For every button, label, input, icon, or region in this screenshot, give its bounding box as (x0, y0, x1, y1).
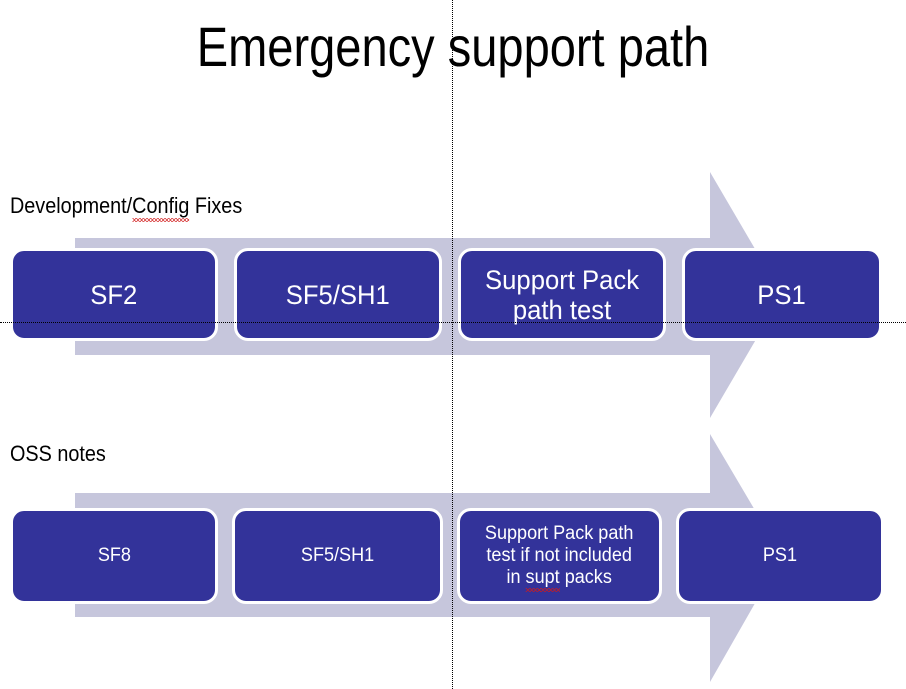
section-label-oss-notes: OSS notes (10, 441, 106, 466)
process-box-label: PS1 (762, 545, 798, 566)
process-box-label: SF2 (90, 279, 138, 310)
process-box-label: Support Pack path test (484, 264, 639, 325)
label-text-part-1: Development/ (10, 193, 133, 218)
label-misspelled-word: Config (132, 193, 190, 222)
label-line-3: in supt packs (506, 567, 613, 592)
process-box-support-pack-path-test[interactable]: Support Pack path test (457, 248, 666, 341)
process-box-label: PS1 (757, 279, 807, 310)
page-title: Emergency support path (196, 15, 710, 78)
label-text-part-2: Fixes (189, 193, 243, 218)
process-box-sf5-sh1-top[interactable]: SF5/SH1 (233, 248, 442, 341)
box-row-development-config-fixes: SF2 SF5/SH1 Support Pack path test PS1 (10, 248, 898, 341)
process-box-label: SF8 (97, 545, 131, 566)
process-box-label: SF5/SH1 (300, 545, 375, 566)
process-box-label: SF5/SH1 (285, 279, 390, 310)
slide-guide-horizontal (0, 322, 906, 323)
section-label-development-config-fixes: Development/Config Fixes (10, 193, 243, 222)
process-box-ps1-top[interactable]: PS1 (681, 248, 882, 341)
slide-guide-vertical (452, 0, 453, 689)
process-box-sf5-sh1-bottom[interactable]: SF5/SH1 (232, 508, 443, 604)
label-line-2: test if not included (486, 545, 633, 566)
label-line-1: Support Pack path (485, 523, 634, 544)
process-box-sf8[interactable]: SF8 (10, 508, 218, 604)
process-box-ps1-bottom[interactable]: PS1 (676, 508, 884, 604)
label-misspelled-word: supt (525, 567, 560, 592)
process-box-sf2[interactable]: SF2 (10, 248, 218, 341)
